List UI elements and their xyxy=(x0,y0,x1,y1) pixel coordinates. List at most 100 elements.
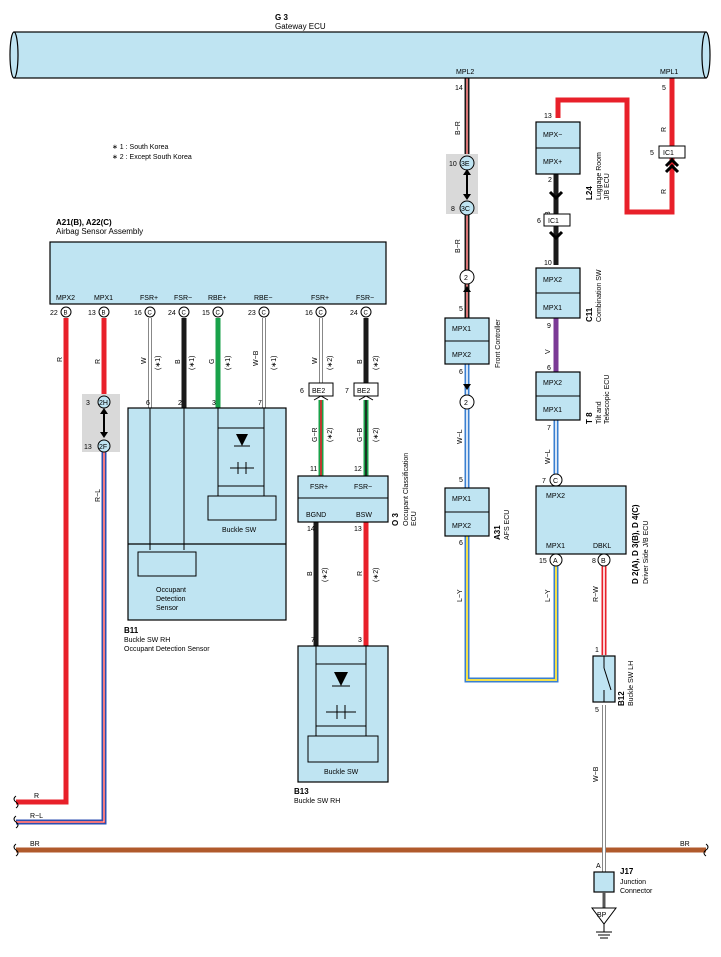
airbag-pin-conn-letter: C xyxy=(216,311,221,317)
l24-mpx-plus: MPX+ xyxy=(543,159,562,166)
break-mark-3 xyxy=(13,843,19,857)
be2-b-pin: 7 xyxy=(345,388,349,395)
be2-a-pin: 6 xyxy=(300,388,304,395)
airbag-pin-number: 13 xyxy=(88,310,96,317)
wire-label-ly1: L−Y xyxy=(457,589,464,602)
front-mpx1: MPX1 xyxy=(452,326,471,333)
ic1-lower: IC1 6 xyxy=(537,213,571,241)
b11-name1: Buckle SW RH xyxy=(124,637,170,644)
dside-pin-7: 7 xyxy=(542,478,546,485)
ic1-upper-pin: 5 xyxy=(650,150,654,157)
airbag-pin-connector xyxy=(212,306,224,318)
airbag-pin-connector xyxy=(98,306,110,318)
note-2: ∗ 2 : Except South Korea xyxy=(112,154,192,161)
b11-code: B11 xyxy=(124,626,139,635)
l24-mpx-minus: MPX− xyxy=(543,132,562,139)
tag-2f: (∗2) xyxy=(373,568,380,582)
c11-code: C11 xyxy=(585,307,594,322)
left-label-br: BR xyxy=(30,841,40,848)
wire-label-v: V xyxy=(545,349,552,354)
front-pin-5: 5 xyxy=(459,306,463,313)
airbag-pin-number: 24 xyxy=(168,310,176,317)
b11-name2: Occupant Detection Sensor xyxy=(124,646,210,653)
b11-pin-2: 2 xyxy=(178,400,182,407)
airbag-pin-name: MPX1 xyxy=(94,295,113,302)
c11-mpx2: MPX2 xyxy=(543,277,562,284)
airbag-pin-number: 22 xyxy=(50,310,58,317)
pin-14: 14 xyxy=(455,85,463,92)
c11-name: Combination SW xyxy=(596,269,603,322)
notes: ∗ 1 : South Korea ∗ 2 : Except South Kor… xyxy=(112,144,192,161)
dside-code: D 2(A), D 3(B), D 4(C) xyxy=(631,504,640,584)
tag-1c: (∗1) xyxy=(225,356,232,370)
dside-conn-a: A xyxy=(553,558,558,565)
airbag-pin-name: RBE− xyxy=(254,295,272,302)
tag-2a: (∗2) xyxy=(327,356,334,370)
right-label-br: BR xyxy=(680,841,690,848)
b13-pin-7: 7 xyxy=(311,637,315,644)
tag-2c: (∗2) xyxy=(327,428,334,442)
tag-2e: (∗2) xyxy=(322,568,329,582)
break-mark-2 xyxy=(13,815,19,829)
wire-label-r5: R xyxy=(661,189,668,194)
ic1-upper: IC1 5 xyxy=(650,145,686,174)
wire-label-gb: G−B xyxy=(357,427,364,442)
dside-mpx2: MPX2 xyxy=(546,493,565,500)
b11-buckle-sw-rh-ods: 6 2 3 7 Buckle SW Occupant Detection Sen… xyxy=(124,400,287,653)
o3-name1: Occupant Classification xyxy=(403,453,410,526)
wire-label-br1: B−R xyxy=(455,121,462,135)
l24-luggage-room-jb-ecu: MPX− MPX+ L24 Luggage Room J/B ECU xyxy=(535,121,611,200)
tag-1d: (∗1) xyxy=(271,356,278,370)
airbag-pin-connector xyxy=(144,306,156,318)
tag-2b: (∗2) xyxy=(373,356,380,370)
t8-code: T 8 xyxy=(585,412,594,424)
o3-fsr-m: FSR− xyxy=(354,484,372,491)
airbag-pin-conn-letter: C xyxy=(319,311,324,317)
junction-2-upper-label: 2 xyxy=(464,275,468,282)
b11-buckle-label: Buckle SW xyxy=(222,527,257,534)
junction-2f: 2F xyxy=(99,444,107,451)
airbag-pin-conn-letter: C xyxy=(148,311,153,317)
wire-label-ly2: L−Y xyxy=(545,589,552,602)
airbag-pin-connector xyxy=(360,306,372,318)
c11-pin-10: 10 xyxy=(544,260,552,267)
b11-pin-6: 6 xyxy=(146,400,150,407)
wire-label-gr: G−R xyxy=(312,427,319,442)
be2-connectors: BE2 6 BE2 7 xyxy=(300,382,379,401)
airbag-pin-name: FSR− xyxy=(174,295,192,302)
airbag-pin-name: FSR+ xyxy=(140,295,158,302)
b13-pin-3: 3 xyxy=(358,637,362,644)
t8-name2: Telescopic ECU xyxy=(604,375,611,424)
wire-label-b1: B xyxy=(175,359,182,364)
wire-mpl1-r xyxy=(555,78,675,215)
afs-name: AFS ECU xyxy=(504,510,511,540)
airbag-pin-conn-letter: B xyxy=(102,311,106,317)
dside-conn-c: C xyxy=(553,478,558,485)
o3-bgnd: BGND xyxy=(306,512,326,519)
wire-mpx1-r xyxy=(16,318,107,825)
break-mark-4 xyxy=(703,843,709,857)
wire-label-wl2: W−L xyxy=(545,449,552,464)
afs-code: A31 xyxy=(493,525,502,540)
ic1-upper-label: IC1 xyxy=(663,150,674,157)
airbag-pin-conn-letter: C xyxy=(262,311,267,317)
ground-label: BP xyxy=(597,912,607,919)
front-controller: MPX1 MPX2 Front Controller xyxy=(444,317,502,368)
b12-pin-1: 1 xyxy=(595,647,599,654)
c11-combination-sw: MPX2 MPX1 C11 Combination SW xyxy=(535,267,603,322)
airbag-pin-number: 16 xyxy=(134,310,142,317)
o3-bsw: BSW xyxy=(356,512,372,519)
dside-dbkl: DBKL xyxy=(593,543,611,550)
o3-occupant-classification-ecu: 11 12 FSR+ FSR− BGND BSW 14 13 O 3 Occup… xyxy=(297,453,418,533)
afs-pin-5: 5 xyxy=(459,477,463,484)
airbag-pin-number: 24 xyxy=(350,310,358,317)
left-label-rl: R−L xyxy=(30,813,43,820)
b13-code: B13 xyxy=(294,787,309,796)
wire-label-w2: W xyxy=(312,357,319,364)
junction-3c: 3C xyxy=(461,206,470,213)
afs-pin-6: 6 xyxy=(459,540,463,547)
wire-label-r1: R xyxy=(57,357,64,362)
pin-8-3c: 8 xyxy=(451,206,455,213)
gateway-code: G 3 xyxy=(275,13,288,22)
